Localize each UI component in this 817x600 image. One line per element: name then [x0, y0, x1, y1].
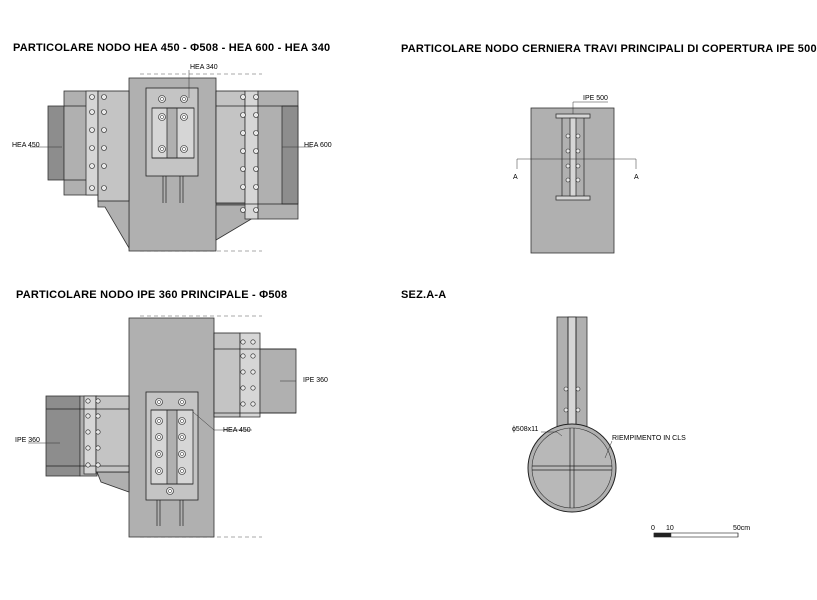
label-hea450: HEA 450 — [12, 142, 40, 149]
label-section-a-left: A — [513, 174, 518, 181]
detail-title-hea450-node: PARTICOLARE NODO HEA 450 - Φ508 - HEA 60… — [13, 42, 331, 54]
label-hea340: HEA 340 — [190, 64, 218, 71]
detail-1-drawing: HEA 340 HEA 450 HEA 600 — [12, 64, 332, 252]
label-ipe360-left: IPE 360 — [15, 437, 40, 444]
detail-2-drawing: IPE 500 A A — [513, 95, 639, 254]
section-a-a-drawing: ϕ508x11 RIEMPIMENTO IN CLS — [512, 316, 686, 513]
scale-tick-50cm: 50cm — [733, 525, 750, 532]
label-ipe360-right: IPE 360 — [303, 377, 328, 384]
scale-tick-10: 10 — [666, 525, 674, 532]
label-hea600: HEA 600 — [304, 142, 332, 149]
label-section-a-right: A — [634, 174, 639, 181]
scale-tick-0: 0 — [651, 525, 655, 532]
label-ipe500: IPE 500 — [583, 95, 608, 102]
technical-drawing: HEA 340 HEA 450 HEA 600 IPE 500 A A — [12, 64, 750, 538]
detail-3-drawing: IPE 360 IPE 360 HEA 450 — [15, 315, 328, 538]
beam-hea450-end — [47, 105, 65, 181]
detail-title-ipe360-node: PARTICOLARE NODO IPE 360 PRINCIPALE - Φ5… — [16, 289, 288, 301]
label-phi508x11: ϕ508x11 — [512, 426, 538, 433]
label-riempimento: RIEMPIMENTO IN CLS — [612, 435, 686, 442]
section-title-a-a: SEZ.A-A — [401, 289, 447, 301]
scale-bar: 0 10 50cm — [651, 525, 750, 538]
detail-title-ipe500-hinge: PARTICOLARE NODO CERNIERA TRAVI PRINCIPA… — [401, 43, 817, 55]
label-hea450-b: HEA 450 — [223, 427, 251, 434]
